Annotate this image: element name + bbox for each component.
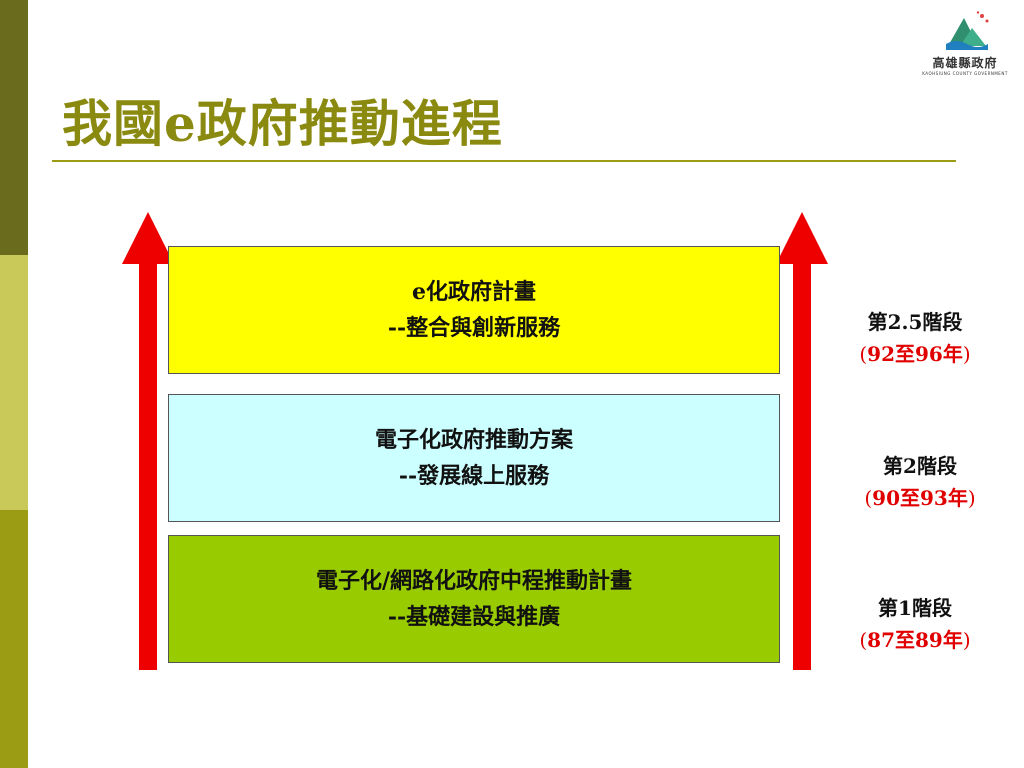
open-paren: ( [864,486,873,510]
stage-name: 第2階段 [883,454,957,478]
close-paren: ) [967,486,976,510]
up-arrow-left-icon [122,212,174,670]
close-paren: ) [962,628,971,652]
stage-years: 92至96年 [867,342,963,366]
logo-subtitle: KAOHSIUNG COUNTY GOVERNMENT [922,71,1008,76]
stage-label-2: 第2階段 (90至93年) [845,450,995,514]
open-paren: ( [859,342,868,366]
side-stripe-middle [0,255,28,510]
logo-name: 高雄縣政府 [932,56,998,70]
stage-plan-title: 電子化政府推動方案 [374,427,573,453]
stage-name: 第2.5階段 [867,310,963,334]
stage-years: 87至89年 [867,628,963,652]
mountain-logo-icon [946,11,989,50]
stage-years: 90至93年 [872,486,968,510]
stage-box-2: 電子化政府推動方案 --發展線上服務 [168,394,780,522]
slide-title: 我國e政府推動進程 [62,94,503,153]
title-underline [52,160,956,162]
side-stripe-bottom [0,510,28,768]
side-stripe-top [0,0,28,255]
up-arrow-right-icon [776,212,828,670]
stage-plan-title: 電子化/網路化政府中程推動計畫 [315,568,633,594]
stage-plan-title: e化政府計畫 [412,279,536,305]
stage-label-2-5: 第2.5階段 (92至96年) [840,306,990,370]
stage-box-1: 電子化/網路化政府中程推動計畫 --基礎建設與推廣 [168,535,780,663]
stage-name: 第1階段 [878,596,952,620]
close-paren: ) [962,342,971,366]
stage-box-2-5: e化政府計畫 --整合與創新服務 [168,246,780,374]
stage-label-1: 第1階段 (87至89年) [840,592,990,656]
stage-plan-goal: --發展線上服務 [398,463,550,489]
open-paren: ( [859,628,868,652]
government-logo: 高雄縣政府 KAOHSIUNG COUNTY GOVERNMENT [920,10,1010,80]
stage-plan-goal: --基礎建設與推廣 [387,604,561,630]
stage-plan-goal: --整合與創新服務 [387,315,561,341]
